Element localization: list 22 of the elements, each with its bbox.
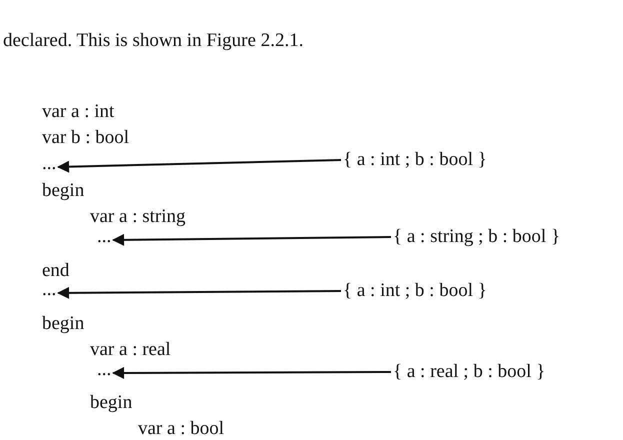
ellipsis-code-line: ... — [97, 226, 112, 248]
ellipsis-code-line: ... — [97, 359, 112, 381]
code-line: end — [42, 260, 70, 282]
scope-annotation: { a : int ; b : bool } — [343, 280, 487, 302]
code-line: begin — [42, 180, 84, 202]
code-line: var a : int — [42, 101, 114, 123]
code-line: var a : real — [90, 339, 171, 361]
code-line: begin — [42, 313, 84, 335]
arrow — [112, 366, 391, 379]
scope-annotation: { a : real ; b : bool } — [393, 361, 546, 383]
scope-annotation: { a : int ; b : bool } — [343, 149, 487, 171]
arrow — [57, 286, 341, 299]
ellipsis-code-line: ... — [42, 153, 56, 175]
code-line: var a : bool — [138, 418, 224, 440]
body-text: declared. This is shown in Figure 2.2.1. — [3, 30, 304, 52]
arrow — [112, 234, 392, 246]
code-line: var b : bool — [42, 127, 130, 149]
code-line: var a : string — [90, 206, 186, 228]
ellipsis-code-line: ... — [42, 279, 56, 301]
arrow — [57, 159, 342, 173]
code-line: begin — [90, 392, 132, 414]
scope-annotation: { a : string ; b : bool } — [393, 226, 560, 248]
